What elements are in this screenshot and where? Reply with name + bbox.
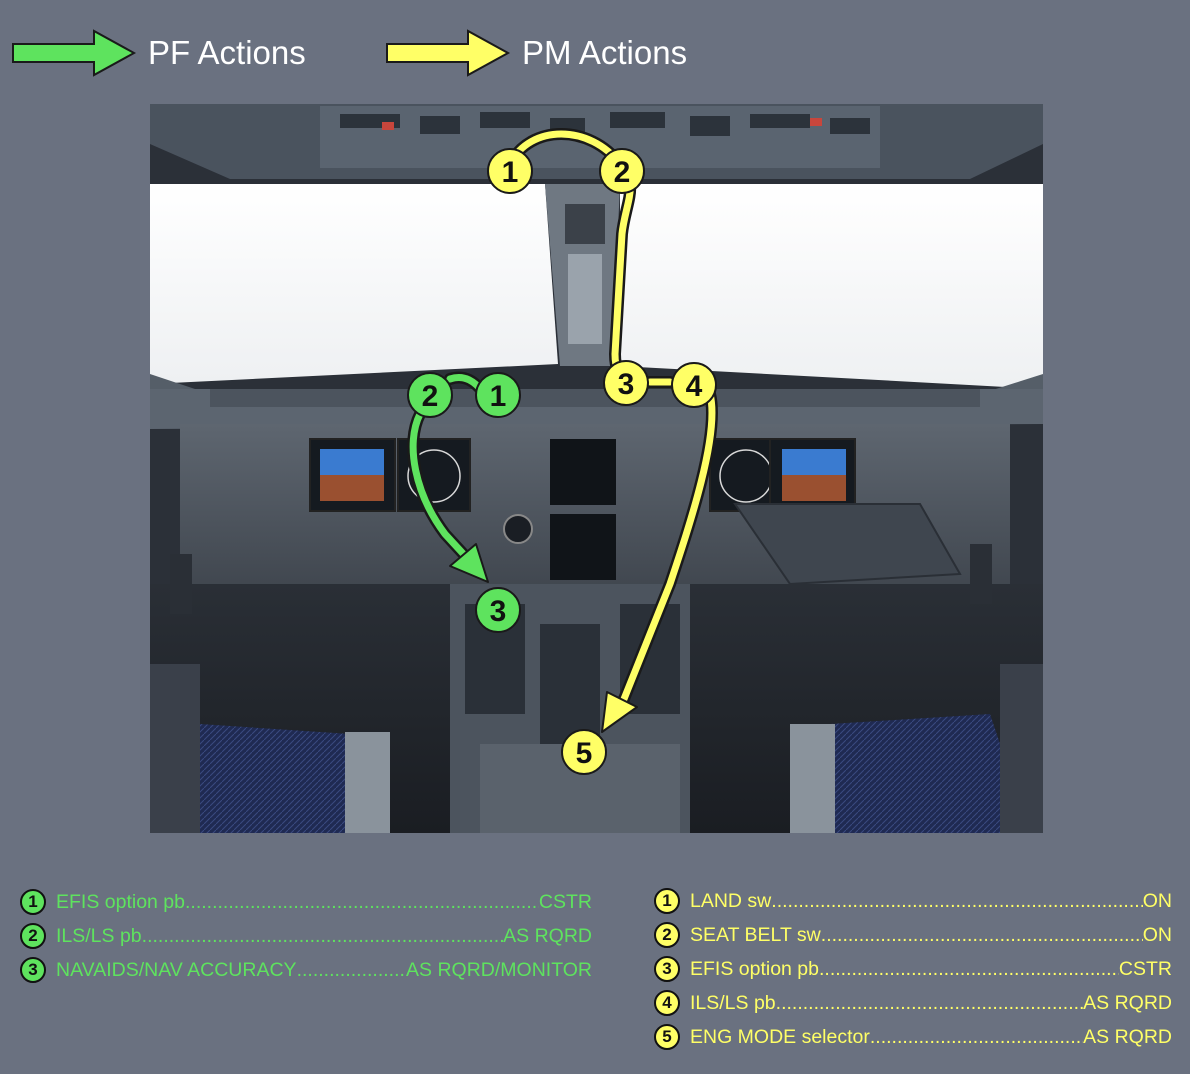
leader-dots (776, 992, 1083, 1015)
action-path-overlay: 1 2 3 4 5 1 2 3 (150, 104, 1043, 833)
pm-marker-3: 3 (604, 361, 648, 405)
pm-item-number: 2 (654, 922, 680, 948)
leader-dots (142, 925, 503, 948)
leader-dots (297, 959, 406, 982)
leader-dots (821, 924, 1143, 947)
pm-item-value: ON (1143, 890, 1172, 913)
leader-dots (819, 958, 1119, 981)
pm-marker-2-label: 2 (614, 156, 631, 189)
pm-legend-arrow-icon (384, 28, 512, 78)
pm-action-list: 1 LAND sw ON 2 SEAT BELT sw ON 3 EFIS opti… (654, 884, 1172, 1054)
pm-item-value: CSTR (1119, 958, 1172, 981)
cockpit-photo: 1 2 3 4 5 1 2 3 (150, 104, 1043, 833)
pf-action-list: 1 EFIS option pbCSTR 2 ILS/LS pbAS RQRD … (20, 885, 592, 987)
leader-dots (185, 891, 539, 914)
pm-legend-label: PM Actions (522, 34, 687, 72)
pf-item-number: 1 (20, 889, 46, 915)
pf-item-value: CSTR (539, 891, 592, 914)
leader-dots (771, 890, 1142, 913)
pf-item-value: AS RQRD (503, 925, 592, 948)
pm-item-number: 3 (654, 956, 680, 982)
pm-item-number: 1 (654, 888, 680, 914)
list-item: 1 EFIS option pb CSTR (20, 885, 592, 919)
pm-item-number: 5 (654, 1024, 680, 1050)
pf-marker-1: 1 (476, 373, 520, 417)
leader-dots (870, 1026, 1083, 1049)
pm-marker-1: 1 (488, 149, 532, 193)
list-item: 3 NAVAIDS/NAV ACCURACY AS RQRD/MONITOR (20, 953, 592, 987)
pm-item-label: ENG MODE selector (690, 1026, 870, 1049)
pm-marker-5: 5 (562, 730, 606, 774)
list-item: 3 EFIS option pb CSTR (654, 952, 1172, 986)
list-item: 4 ILS/LS pb AS RQRD (654, 986, 1172, 1020)
pf-marker-3-label: 3 (490, 595, 507, 628)
pf-marker-3: 3 (476, 588, 520, 632)
list-item: 1 LAND sw ON (654, 884, 1172, 918)
list-item: 2 SEAT BELT sw ON (654, 918, 1172, 952)
pm-item-value: AS RQRD (1083, 992, 1172, 1015)
pm-item-number: 4 (654, 990, 680, 1016)
pm-marker-4: 4 (672, 363, 716, 407)
pm-marker-1-label: 1 (502, 156, 519, 189)
pf-item-number: 3 (20, 957, 46, 983)
pm-marker-5-label: 5 (576, 737, 593, 770)
pf-item-label: ILS/LS pb (56, 925, 142, 948)
pm-item-label: ILS/LS pb (690, 992, 776, 1015)
pm-item-label: SEAT BELT sw (690, 924, 821, 947)
pf-marker-2: 2 (408, 373, 452, 417)
pf-marker-2-label: 2 (422, 380, 439, 413)
pm-item-label: EFIS option pb (690, 958, 819, 981)
pf-legend-arrow-icon (10, 28, 138, 78)
list-item: 2 ILS/LS pb AS RQRD (20, 919, 592, 953)
list-item: 5 ENG MODE selector AS RQRD (654, 1020, 1172, 1054)
pf-item-label: NAVAIDS/NAV ACCURACY (56, 959, 297, 982)
pf-marker-1-label: 1 (490, 380, 507, 413)
pf-item-value: AS RQRD/MONITOR (406, 959, 592, 982)
pf-item-label: EFIS option pb (56, 891, 185, 914)
pm-item-value: AS RQRD (1083, 1026, 1172, 1049)
pf-item-number: 2 (20, 923, 46, 949)
pm-item-value: ON (1143, 924, 1172, 947)
pm-marker-4-label: 4 (686, 370, 703, 403)
pm-item-label: LAND sw (690, 890, 771, 913)
pm-path (510, 134, 712, 732)
pm-marker-2: 2 (600, 149, 644, 193)
pf-legend-label: PF Actions (148, 34, 306, 72)
pm-marker-3-label: 3 (618, 368, 635, 401)
